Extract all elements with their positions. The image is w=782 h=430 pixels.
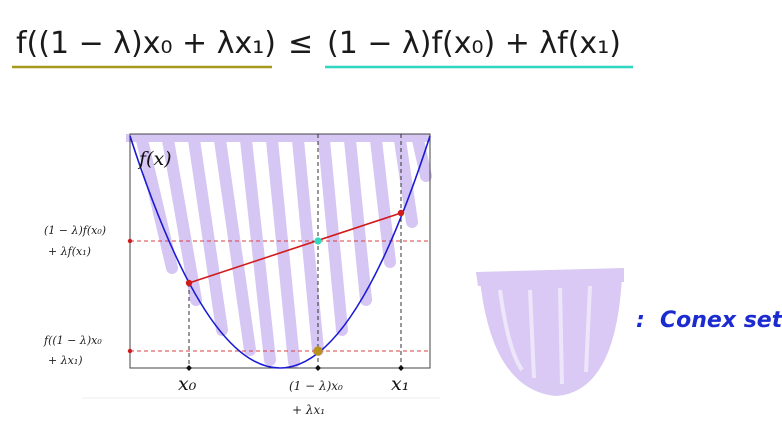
x1-tick-label: x₁ <box>391 373 409 395</box>
point-function-value <box>313 346 323 356</box>
sketch-stroke-3 <box>558 287 564 385</box>
equation-relation: ≤ <box>288 26 313 61</box>
hatch-stroke-10 <box>370 134 396 268</box>
convex-set-sketch <box>476 268 624 396</box>
function-label: f(x) <box>137 148 172 170</box>
chord-value-label-line1: (1 − λ)f(x₀) <box>44 224 106 237</box>
point-f-x0 <box>185 279 193 287</box>
hatch-stroke-1 <box>136 134 178 274</box>
hatch-stroke-6 <box>266 134 300 368</box>
mid-tick-label-line2: + λx₁ <box>292 403 325 417</box>
x0-tick-marker <box>186 365 192 371</box>
annotation-colon: : <box>636 308 645 333</box>
convex-function-plot: f(x) (1 − λ)f(x₀) + λf(x₁) f((1 − λ)x₀ +… <box>43 133 440 417</box>
hatch-stroke-11 <box>394 134 418 228</box>
sketch-stroke-1 <box>498 289 524 372</box>
point-chord-value <box>314 237 322 245</box>
equation-lhs: f((1 − λ)x₀ + λx₁) <box>16 26 276 61</box>
mid-tick-label-line1: (1 − λ)x₀ <box>289 379 343 393</box>
chord-segment <box>188 212 402 284</box>
x0-tick-label: x₀ <box>178 373 197 395</box>
sketch-strokes <box>498 285 592 385</box>
sketch-stroke-2 <box>528 289 536 379</box>
hatch-stroke-2 <box>162 134 202 306</box>
inequality-equation: f((1 − λ)x₀ + λx₁) ≤ (1 − λ)f(x₀) + λf(x… <box>12 26 633 69</box>
hatch-stroke-9 <box>344 134 372 306</box>
annotation-convex-set: Conex set <box>660 308 782 333</box>
point-f-x1 <box>397 209 405 217</box>
equation-rhs: (1 − λ)f(x₀) + λf(x₁) <box>327 26 621 61</box>
y-axis-marker-chord <box>127 238 133 244</box>
convex-curve <box>129 135 431 369</box>
hatch-stroke-5 <box>240 134 276 366</box>
chord-value-label-line2: + λf(x₁) <box>48 245 91 258</box>
hatch-stroke-3 <box>188 134 228 336</box>
hatch-stroke-4 <box>214 134 256 356</box>
function-value-label-line2: + λx₁) <box>48 354 83 367</box>
function-value-label-line1: f((1 − λ)x₀ <box>43 334 102 347</box>
hatch-stroke-7 <box>292 134 324 356</box>
y-axis-marker-function <box>127 348 133 354</box>
mid-tick-marker <box>315 365 321 371</box>
sketch-stroke-4 <box>584 285 592 373</box>
x1-tick-marker <box>398 365 404 371</box>
